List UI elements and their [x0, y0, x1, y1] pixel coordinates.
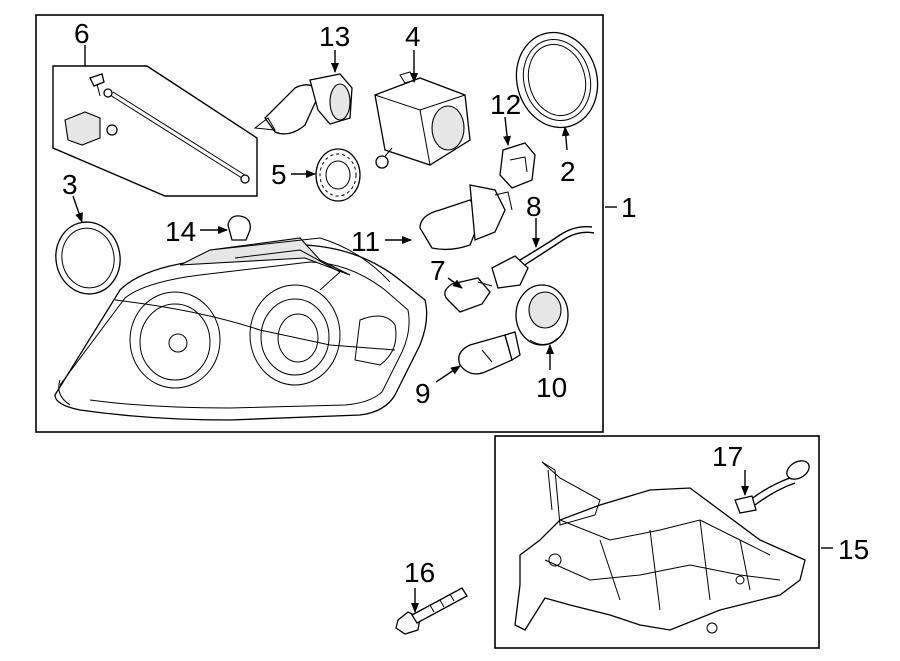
- callout-17: 17: [712, 441, 743, 472]
- adjuster-kit: [52, 65, 258, 197]
- callout-4: 4: [405, 21, 421, 52]
- sensor-17: [734, 460, 810, 514]
- plug-14: [227, 215, 251, 241]
- leveling-motor-4: [374, 71, 471, 169]
- headlamp-housing: [54, 237, 428, 421]
- cover-cap-2: [515, 31, 599, 129]
- bulb-9: [458, 331, 521, 375]
- callout-1: 1: [621, 192, 637, 223]
- callout-3: 3: [62, 169, 78, 200]
- shield-15: [514, 461, 806, 634]
- callout-6: 6: [74, 18, 90, 49]
- callout-8: 8: [526, 191, 542, 222]
- shield-frame: [494, 435, 820, 649]
- callout-12: 12: [490, 89, 521, 120]
- callout-16: 16: [404, 557, 435, 588]
- callout-10: 10: [536, 372, 567, 403]
- headlamp-assembly-frame: [35, 14, 604, 433]
- leader-lines: [72, 45, 833, 613]
- callout-15: 15: [838, 534, 869, 565]
- callout-13: 13: [319, 21, 350, 52]
- callout-7: 7: [430, 255, 446, 286]
- wire-harness-8: [491, 225, 595, 289]
- bulb-11: [419, 184, 513, 251]
- socket-10: [515, 284, 569, 346]
- retaining-ring-5: [315, 148, 361, 202]
- bulb-13: [253, 73, 353, 135]
- seal-ring-3: [55, 221, 121, 295]
- bulb-7: [444, 277, 493, 313]
- socket-12: [499, 142, 536, 189]
- callout-14: 14: [165, 216, 196, 247]
- callout-9: 9: [415, 378, 431, 409]
- callout-2: 2: [560, 156, 576, 187]
- callout-11: 11: [351, 226, 380, 257]
- bolt-16: [395, 587, 468, 635]
- callout-5: 5: [271, 159, 287, 190]
